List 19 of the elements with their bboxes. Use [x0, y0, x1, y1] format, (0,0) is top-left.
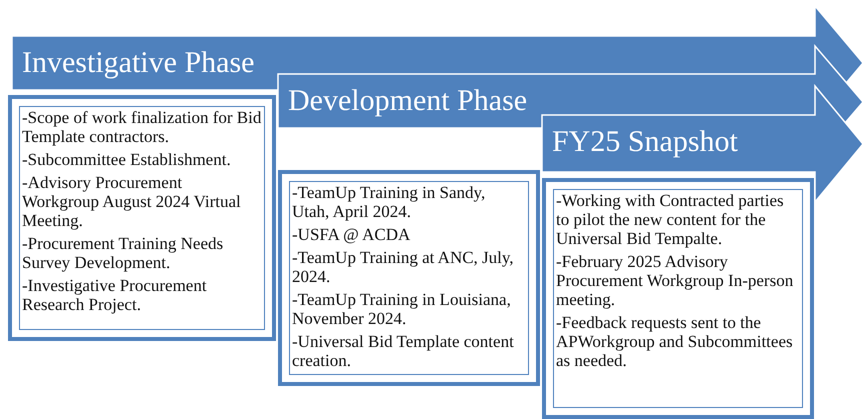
bullet-item: -Advisory Procurement Workgroup August 2024 Virtual Meeting.: [22, 173, 242, 230]
bullet-item: -TeamUp Training in Louisiana, November 2024.: [292, 290, 512, 328]
bullet-item: -Universal Bid Template content creation.: [292, 332, 515, 370]
bullet-item: -Investigative Procurement Research Project.: [22, 276, 208, 314]
text-panel: [8, 95, 276, 341]
bullet-item: -Feedback requests sent to the APWorkgroup and Subcommittees as needed.: [556, 313, 794, 370]
bullet-item: -USFA @ ACDA: [292, 225, 412, 244]
text-panel: [542, 178, 814, 419]
bullet-item: -Procurement Training Needs Survey Development.: [22, 234, 224, 272]
bullet-item: -Scope of work finalization for Bid Template contractors.: [22, 108, 262, 146]
phase-heading: Investigative Phase: [22, 48, 254, 78]
bullet-item: -TeamUp Training at ANC, July, 2024.: [292, 248, 515, 286]
phase-heading: FY25 Snapshot: [552, 127, 738, 157]
bullet-item: -February 2025 Advisory Procurement Workgroup In-person meeting.: [556, 252, 794, 309]
phase-heading: Development Phase: [288, 86, 528, 116]
bullet-item: -Subcommittee Establishment.: [22, 150, 232, 169]
bullet-item: -TeamUp Training in Sandy, Utah, April 2024.: [292, 183, 486, 221]
text-panel: [278, 170, 540, 386]
bullet-item: -Working with Contracted parties to pilot the new content for the Universal Bid Tempalte.: [556, 191, 785, 248]
